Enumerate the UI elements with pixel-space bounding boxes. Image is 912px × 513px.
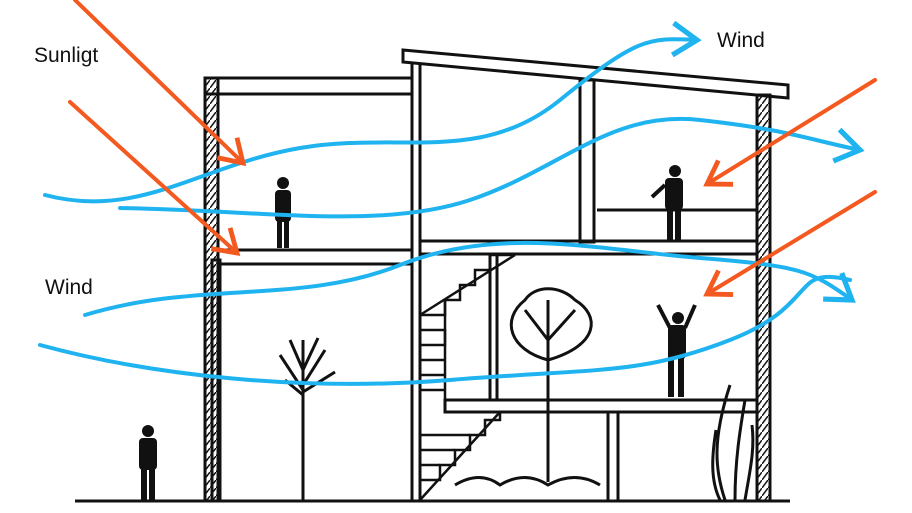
wind-arrow	[83, 240, 856, 317]
trees	[278, 287, 755, 501]
tree-icon	[278, 337, 336, 500]
people	[139, 165, 697, 500]
sunlight-rays	[68, 0, 877, 297]
person-icon	[650, 165, 683, 240]
upper-floor	[418, 239, 759, 256]
sunlight-label: Sunligt	[34, 44, 99, 67]
left-roof	[203, 76, 414, 96]
middle-column	[410, 60, 422, 503]
sun-ray-arrow	[68, 100, 241, 256]
lower-floor	[443, 398, 759, 414]
left-floor	[216, 248, 414, 266]
wind-arrow	[43, 20, 702, 204]
shrubs	[454, 476, 601, 487]
lower-wall	[606, 410, 620, 503]
stairs-icon	[419, 253, 516, 501]
wind-arrow	[38, 274, 852, 386]
wind-flows	[38, 20, 865, 386]
plant-icon	[711, 384, 755, 501]
right-upper-wall	[578, 78, 596, 244]
building	[75, 48, 790, 503]
person-icon	[139, 425, 157, 500]
sun-ray-arrow	[703, 190, 877, 297]
person-icon	[656, 304, 697, 397]
wind-arrow	[118, 116, 865, 219]
right-wall	[755, 93, 772, 503]
wind-label-top: Wind	[717, 29, 765, 52]
wind-label-left: Wind	[45, 276, 93, 299]
person-icon	[275, 177, 291, 248]
sun-ray-arrow	[73, 0, 247, 167]
sun-ray-arrow	[703, 78, 877, 187]
tree-icon	[509, 287, 593, 482]
left-inner-wall	[210, 258, 222, 503]
